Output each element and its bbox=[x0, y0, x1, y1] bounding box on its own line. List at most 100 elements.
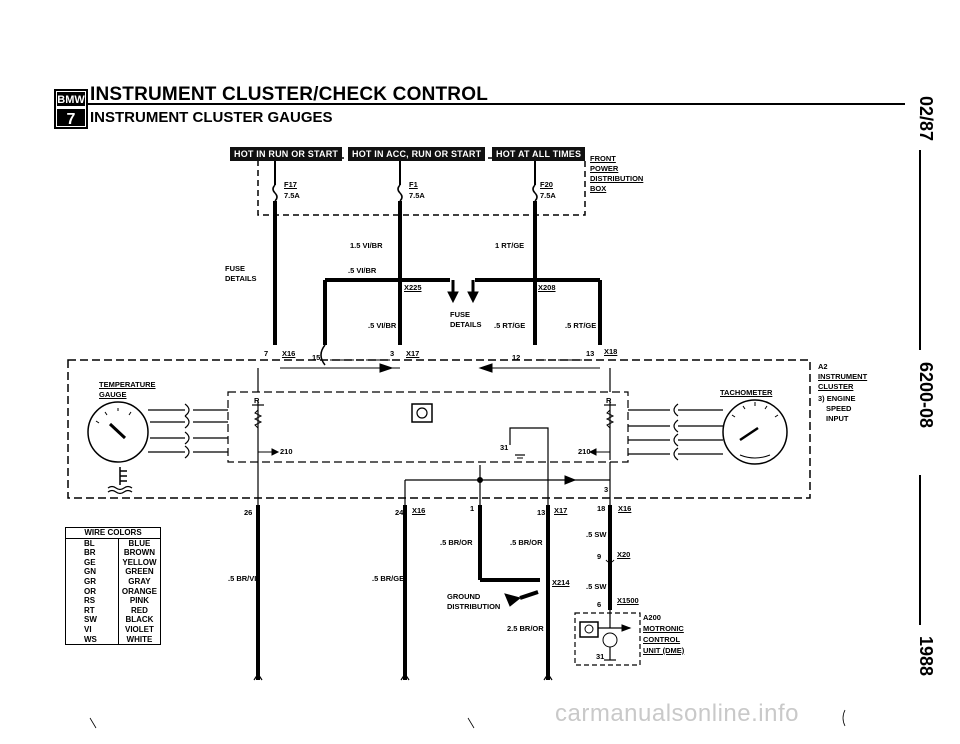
color-name: BROWN bbox=[123, 548, 155, 558]
wire-label-brvi: .5 BR/VI bbox=[228, 574, 257, 583]
watermark-text: carmanualsonline.info bbox=[555, 700, 799, 727]
table-row: VI VIOLET bbox=[65, 624, 161, 635]
color-code: RT bbox=[65, 605, 119, 616]
badge-hot-run-start: HOT IN RUN OR START bbox=[230, 147, 343, 161]
color-code: RS bbox=[65, 596, 119, 606]
coolant-symbol-icon bbox=[107, 467, 133, 495]
a2-label-1: A2 bbox=[818, 362, 828, 371]
box-label-distribution: DISTRIBUTION bbox=[590, 174, 644, 183]
motronic-label-4: UNIT (DME) bbox=[643, 646, 685, 655]
connector-x16-top: X16 bbox=[282, 349, 296, 358]
pin-31-cluster: 31 bbox=[500, 443, 509, 452]
connector-x18: X18 bbox=[604, 347, 618, 356]
fuse-f17-rating: 7.5A bbox=[284, 191, 300, 200]
side-label-date: 02/87 bbox=[916, 96, 936, 142]
logo-number: 7 bbox=[67, 111, 76, 128]
pin-7: 7 bbox=[264, 349, 269, 358]
temp-gauge-label-2: GAUGE bbox=[99, 390, 127, 399]
pin-9: 9 bbox=[597, 552, 602, 561]
side-label-year: 1988 bbox=[916, 636, 936, 677]
pin-26: 26 bbox=[244, 508, 253, 517]
wire-label-2: 1 RT/GE bbox=[495, 241, 525, 250]
pin-210-left: 210 bbox=[280, 447, 293, 456]
ground-label-2: DISTRIBUTION bbox=[447, 602, 501, 611]
wire-colors-header: WIRE COLORS bbox=[65, 527, 161, 539]
wire-label-5: .5 RT/GE bbox=[494, 321, 526, 330]
resistor-r-left: R bbox=[254, 396, 260, 405]
color-code: BR bbox=[65, 548, 119, 558]
pin-3-bottom: 3 bbox=[604, 485, 609, 494]
color-name: GREEN bbox=[125, 567, 154, 577]
color-code: GE bbox=[65, 557, 119, 568]
pin-18: 18 bbox=[597, 504, 606, 513]
fuse-f1-name: F1 bbox=[409, 180, 418, 189]
color-code: BL bbox=[65, 538, 119, 549]
table-row: GR GRAY bbox=[65, 576, 161, 587]
box-label-front: FRONT bbox=[590, 154, 616, 163]
fuse-f20-name: F20 bbox=[540, 180, 553, 189]
pin-3-top: 3 bbox=[390, 349, 395, 358]
wire-label-bror-3: 2.5 BR/OR bbox=[507, 624, 544, 633]
connector-x16-right: X16 bbox=[618, 504, 632, 513]
wire-label-brge: .5 BR/GE bbox=[372, 574, 405, 583]
connector-x17-top: X17 bbox=[406, 349, 420, 358]
connector-x208: X208 bbox=[538, 283, 556, 292]
connector-x214: X214 bbox=[552, 578, 570, 587]
color-name: GRAY bbox=[128, 576, 151, 586]
table-row: BL BLUE bbox=[65, 538, 161, 549]
color-name: BLACK bbox=[125, 615, 154, 625]
fuse-details-mid-1: FUSE bbox=[450, 310, 471, 319]
color-code: VI bbox=[65, 624, 119, 635]
logo-text: BMW bbox=[57, 94, 85, 106]
connector-x20: X20 bbox=[617, 550, 631, 559]
pin-6: 6 bbox=[597, 600, 602, 609]
color-code: GR bbox=[65, 576, 119, 587]
color-name: RED bbox=[130, 605, 148, 615]
badge-hot-all-times: HOT AT ALL TIMES bbox=[492, 147, 586, 161]
wire-label-3: .5 VI/BR bbox=[348, 266, 377, 275]
wire-label-bror-2: .5 BR/OR bbox=[510, 538, 543, 547]
color-code: OR bbox=[65, 586, 119, 597]
pin-1: 1 bbox=[470, 504, 475, 513]
color-name: YELLOW bbox=[122, 557, 157, 567]
resistor-r-right: R bbox=[606, 396, 612, 405]
check-lamp-icon bbox=[411, 403, 433, 423]
temp-gauge-label-1: TEMPERATURE bbox=[99, 380, 156, 389]
color-name: BLUE bbox=[128, 538, 151, 548]
pin-12: 12 bbox=[512, 353, 521, 362]
box-label-box: BOX bbox=[590, 184, 607, 193]
pin-24: 24 bbox=[395, 508, 404, 517]
connector-x17-bottom: X17 bbox=[554, 506, 568, 515]
motronic-label-2: MOTRONIC bbox=[643, 624, 684, 633]
bmw-logo: BMW 7 bbox=[54, 89, 88, 129]
motronic-label-3: CONTROL bbox=[643, 635, 681, 644]
a2-label-6: INPUT bbox=[826, 414, 849, 423]
color-name: ORANGE bbox=[121, 586, 157, 596]
wire-label-4: .5 VI/BR bbox=[368, 321, 397, 330]
fuse-f1-rating: 7.5A bbox=[409, 191, 425, 200]
wire-label-bror-1: .5 BR/OR bbox=[440, 538, 473, 547]
a2-label-2: INSTRUMENT bbox=[818, 372, 868, 381]
wire-label-sw-2: .5 SW bbox=[586, 582, 607, 591]
badge-hot-acc-run-start: HOT IN ACC, RUN OR START bbox=[348, 147, 486, 161]
instrument-cluster-box bbox=[67, 359, 811, 499]
a2-label-5: SPEED bbox=[826, 404, 852, 413]
a2-label-4: 3) ENGINE bbox=[818, 394, 856, 403]
fuse-f17-name: F17 bbox=[284, 180, 297, 189]
pin-13-bottom: 13 bbox=[537, 508, 546, 517]
table-row: SW BLACK bbox=[65, 615, 161, 625]
pin-15: 15 bbox=[312, 353, 321, 362]
side-label-code: 6200-08 bbox=[916, 362, 936, 429]
color-name: VIOLET bbox=[124, 624, 154, 634]
fuse-details-left-1: FUSE bbox=[225, 264, 246, 273]
color-code: SW bbox=[65, 615, 119, 625]
pin-31-motronic: 31 bbox=[596, 652, 605, 661]
box-label-power: POWER bbox=[590, 164, 619, 173]
